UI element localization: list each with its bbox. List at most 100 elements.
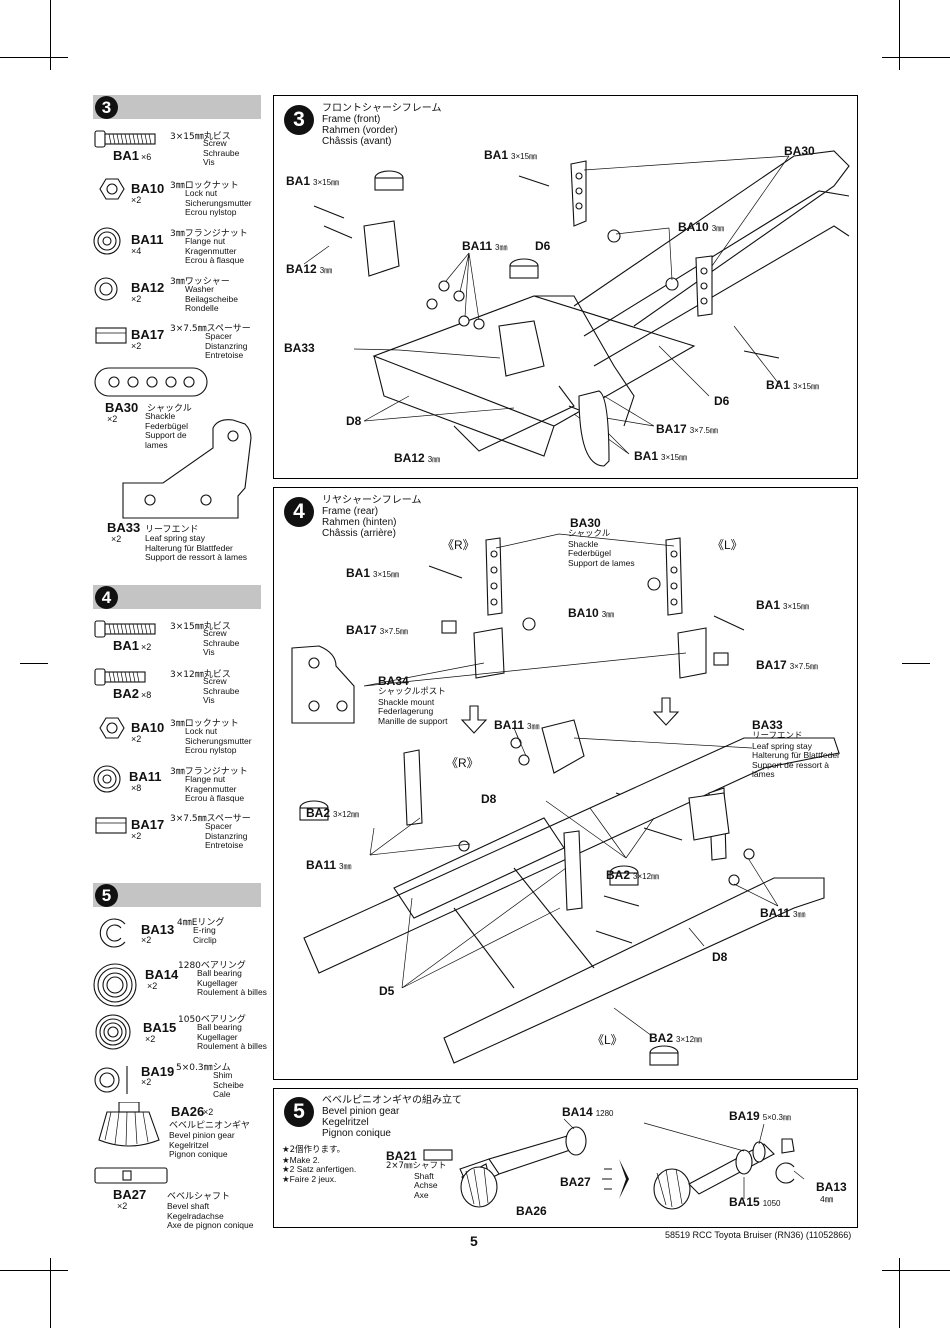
part-code: BA1 xyxy=(113,638,140,653)
label-d8: D8 xyxy=(346,414,362,428)
washer-icon xyxy=(94,277,118,301)
name-en: Bevel pinion gear xyxy=(169,1130,235,1140)
name-fr: Pignon conique xyxy=(169,1149,228,1159)
label-ba21: BA21 xyxy=(386,1149,417,1163)
name-fr: Vis xyxy=(203,695,215,705)
name-de: Distanzring xyxy=(205,340,248,351)
part-jp-name: 1050ベアリング xyxy=(178,1015,246,1025)
part-jp-name: 3×7.5㎜スペーサー xyxy=(170,814,251,824)
label-r: 《R》 xyxy=(446,756,479,770)
part-code: BA17 xyxy=(131,817,165,832)
part-code: BA15 xyxy=(143,1020,177,1035)
name-de: Kegelritzel xyxy=(169,1139,209,1150)
front-frame-diagram xyxy=(303,150,850,467)
leaf-spring-stay-icon xyxy=(122,419,252,519)
lock-nut-icon xyxy=(99,178,125,200)
step-5-parts-header: 5 xyxy=(93,883,261,907)
title-jp: フロントシャーシフレーム xyxy=(322,103,442,114)
title-fr: Châssis (arrière) xyxy=(322,528,396,539)
step-number: 4 xyxy=(284,497,314,527)
bevel-pinion-diagram xyxy=(423,1118,805,1210)
shim-icon xyxy=(94,1066,128,1094)
name-fr: Entretoise xyxy=(205,350,244,360)
name-de: Federbügel xyxy=(145,420,189,431)
bevel-shaft-icon xyxy=(94,1167,168,1184)
part-qty: ×8 xyxy=(141,690,152,700)
label-ba27: BA27 xyxy=(560,1175,591,1189)
step-title: リヤシャーシフレーム Frame (rear) Rahmen (hinten) … xyxy=(322,495,422,539)
name-en: Spacer xyxy=(205,331,232,341)
part-code: BA11 xyxy=(129,769,162,784)
shackle-icon xyxy=(94,367,208,397)
spacer-icon xyxy=(95,817,127,834)
name-en: Flange nut xyxy=(185,236,226,246)
screw-icon xyxy=(94,130,156,148)
step-number: 5 xyxy=(95,884,118,907)
screw-icon xyxy=(94,620,156,638)
name-en: Shackle xyxy=(145,411,176,421)
label-ba33: BA33 xyxy=(284,341,315,355)
title-en: Bevel pinion gear xyxy=(322,1106,400,1117)
label-d8: D8 xyxy=(712,950,728,964)
name-de: Beilagscheibe xyxy=(185,293,238,304)
part-qty: ×2 xyxy=(141,1077,152,1087)
name-fr: Ecrou nylstop xyxy=(185,745,237,755)
label-d8: D8 xyxy=(481,792,497,806)
name-de: Sicherungsmutter xyxy=(185,197,252,208)
crop-mark xyxy=(899,1258,900,1328)
title-de: Kegelritzel xyxy=(322,1117,369,1128)
part-code: BA26 xyxy=(171,1104,205,1119)
part-qty: ×6 xyxy=(141,152,152,162)
name-en: Spacer xyxy=(205,821,232,831)
part-qty: ×2 xyxy=(131,831,142,841)
part-qty: ×2 xyxy=(141,642,152,652)
screw-icon xyxy=(94,668,146,686)
make-two-note: ★2個作ります。★Make 2.★2 Satz anfertigen.★Fair… xyxy=(282,1145,357,1184)
part-code: BA10 xyxy=(131,720,165,735)
name-en: Screw xyxy=(203,676,227,686)
flange-nut-icon xyxy=(93,765,121,793)
name-fr: Entretoise xyxy=(205,840,244,850)
part-jp-name: 3×7.5㎜スペーサー xyxy=(170,324,251,334)
step-title: ベベルピニオンギヤの組み立て Bevel pinion gear Kegelri… xyxy=(322,1095,462,1139)
name-fr: Ecrou à flasque xyxy=(185,793,245,803)
part-qty: ×2 xyxy=(141,935,152,945)
crop-mark xyxy=(902,663,930,664)
step-3-parts-header: 3 xyxy=(93,95,261,119)
part-code: BA33 xyxy=(107,520,141,535)
name-en: Ball bearing xyxy=(197,968,242,978)
name-en: Lock nut xyxy=(185,726,218,736)
name-en: Bevel shaft xyxy=(167,1201,210,1211)
label-ba30: BA30 xyxy=(570,516,601,530)
title-de: Rahmen (hinten) xyxy=(322,517,397,528)
step-3-panel: 3 フロントシャーシフレーム Frame (front) Rahmen (vor… xyxy=(273,95,858,479)
name-fr: Support de ressort à lames xyxy=(145,552,248,562)
crop-mark xyxy=(50,1258,51,1328)
rear-frame-diagram xyxy=(291,533,840,1066)
part-jp-name: ベベルシャフト xyxy=(167,1192,231,1202)
label-l: 《L》 xyxy=(592,1033,623,1047)
step-number: 3 xyxy=(284,105,314,135)
